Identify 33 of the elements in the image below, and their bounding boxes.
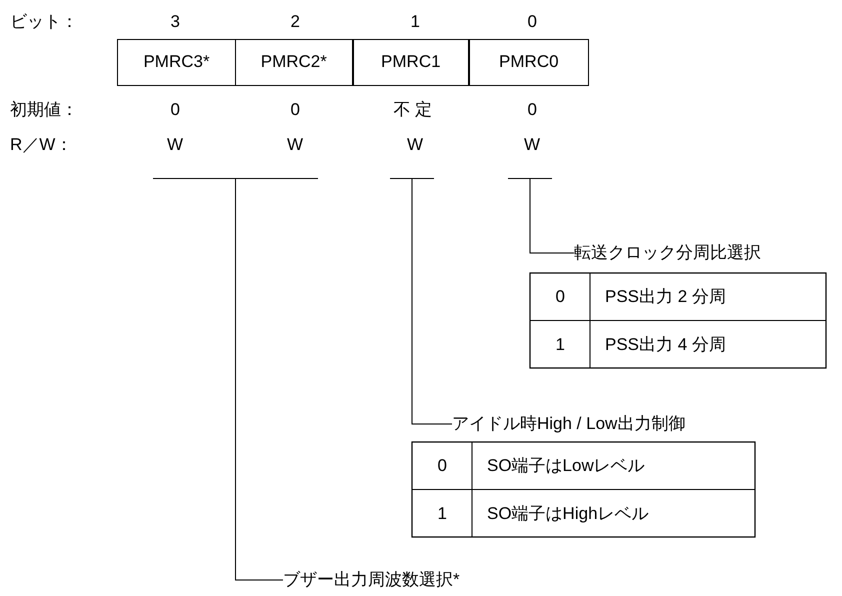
access-mode: W (167, 135, 184, 156)
field-description: ブザー出力周波数選択* (283, 569, 460, 591)
initial-value: 0 (290, 100, 300, 120)
leader-line (412, 178, 452, 424)
register-bit-field: PMRC2* (234, 39, 353, 86)
initial-value: 不定 (394, 100, 436, 120)
table-cell: 0 (438, 456, 447, 476)
table-cell: SO端子はHighレベル (487, 504, 649, 524)
bit-number: 3 (170, 12, 180, 32)
row-heading: R／W： (10, 135, 72, 156)
field-description: アイドル時High / Low出力制御 (452, 413, 686, 435)
register-bit-field: PMRC3* (117, 39, 236, 86)
table-cell: PSS出力 4 分周 (605, 335, 726, 356)
table-cell: 0 (556, 287, 565, 308)
register-bit-field: PMRC1 (352, 39, 469, 86)
access-mode: W (524, 135, 540, 156)
table-cell: SO端子はLowレベル (487, 456, 645, 476)
leader-line (235, 178, 284, 580)
bit-number: 1 (410, 12, 420, 32)
initial-value: 0 (528, 100, 537, 120)
bit-number: 2 (290, 12, 300, 32)
field-description: 転送クロック分周比選択 (574, 242, 761, 264)
initial-value: 0 (170, 100, 180, 120)
table-cell: PSS出力 2 分周 (605, 287, 726, 308)
register-bit-field: PMRC0 (468, 39, 589, 86)
access-mode: W (287, 135, 304, 156)
row-heading: ビット： (10, 12, 78, 32)
table-cell: 1 (556, 335, 565, 356)
leader-line (530, 178, 574, 254)
table-cell: 1 (438, 504, 447, 524)
access-mode: W (407, 135, 424, 156)
bit-number: 0 (528, 12, 537, 32)
row-heading: 初期値： (10, 100, 78, 120)
